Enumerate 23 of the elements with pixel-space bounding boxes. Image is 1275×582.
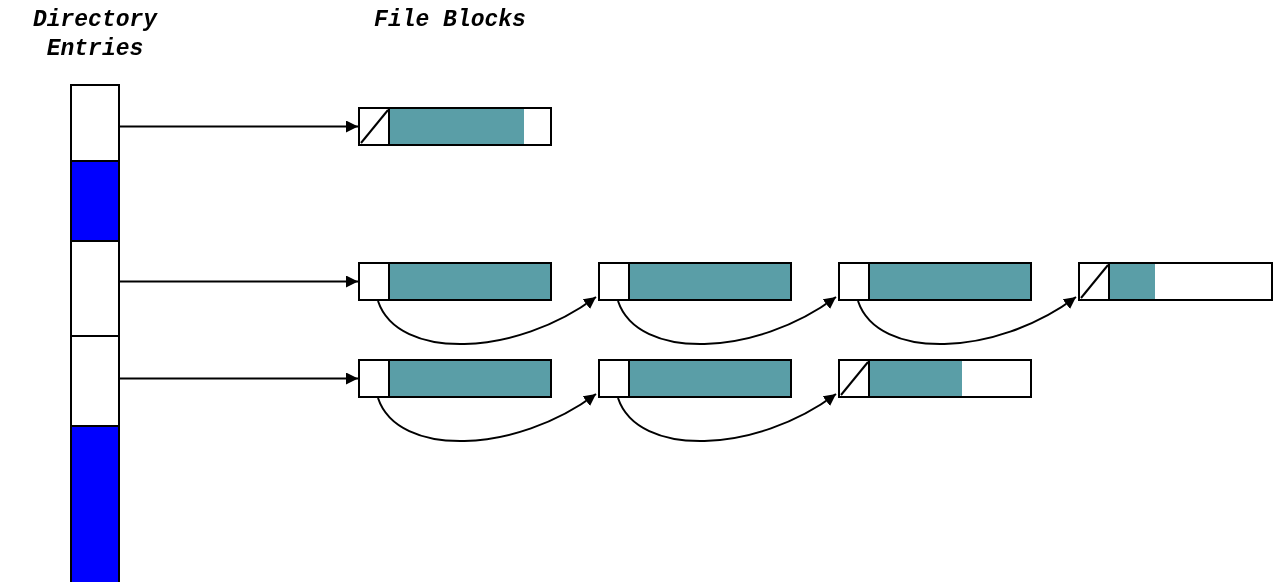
file-block [598, 359, 792, 398]
file-block [838, 359, 1032, 398]
column-heading: Directory Entries [31, 6, 159, 64]
file-block [358, 262, 552, 301]
file-block [598, 262, 792, 301]
file-block [358, 359, 552, 398]
pointer-arrow [377, 296, 597, 345]
pointer-arrow [119, 120, 359, 133]
directory-entry [70, 84, 120, 162]
directory-entry [70, 240, 120, 337]
pointer-arrow [617, 393, 837, 442]
pointer-arrow [857, 296, 1077, 345]
pointer-arrow [119, 275, 359, 288]
column-heading: File Blocks [373, 6, 527, 35]
pointer-arrow [617, 296, 837, 345]
directory-entry [70, 335, 120, 427]
pointer-arrow [377, 393, 597, 442]
file-block [358, 107, 552, 146]
file-block [1078, 262, 1273, 301]
pointer-arrow [119, 372, 359, 385]
directory-entry [70, 160, 120, 242]
directory-entry [70, 425, 120, 582]
file-block [838, 262, 1032, 301]
